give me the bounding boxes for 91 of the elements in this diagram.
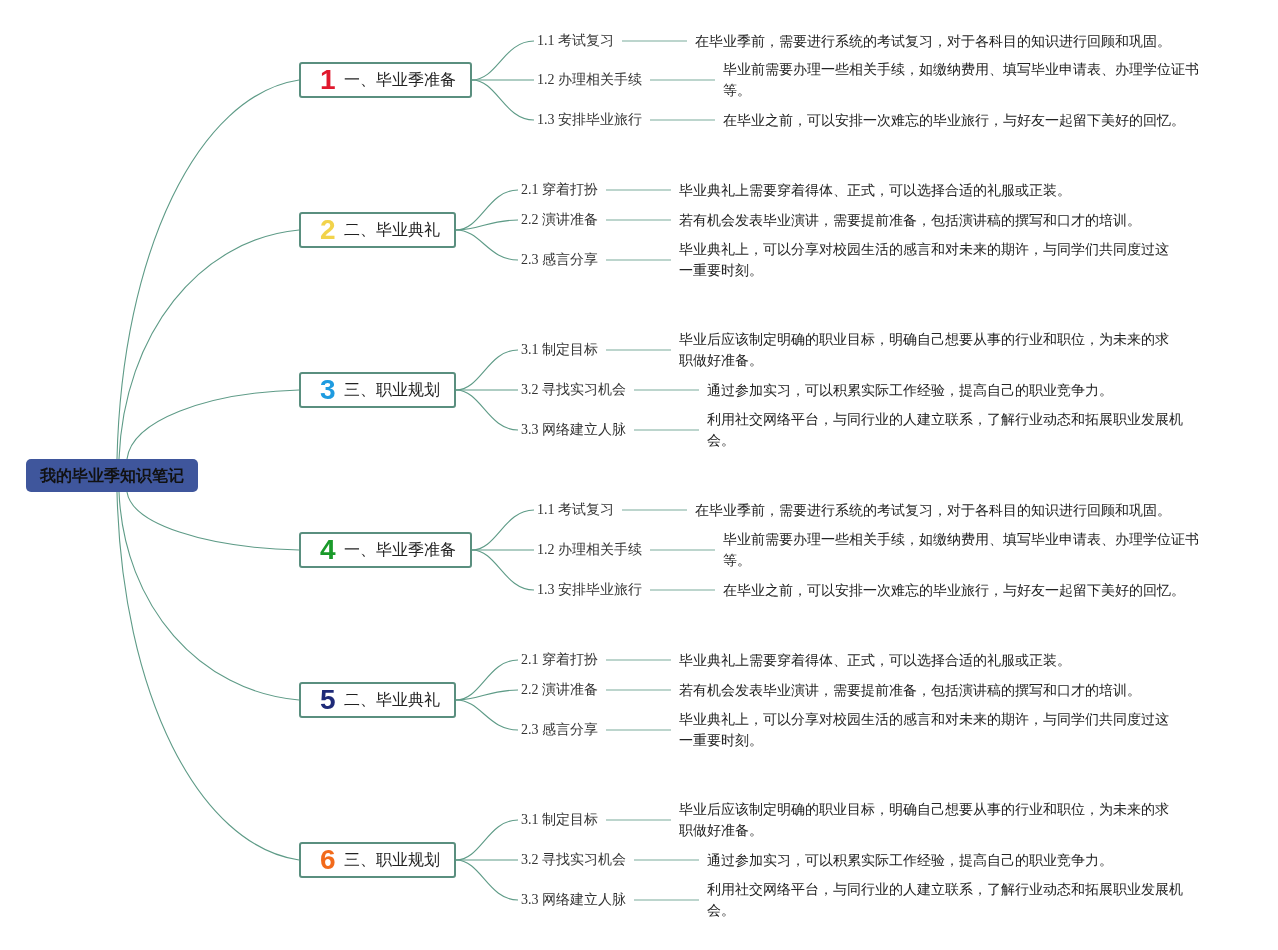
connector-line	[649, 79, 716, 81]
number-marker: 1	[320, 65, 336, 95]
branch-title: 二、毕业典礼	[343, 220, 440, 240]
connector-line	[649, 589, 716, 591]
description-text: 毕业典礼上，可以分享对校园生活的感言和对未来的期许，与同学们共同度过这一重要时刻。	[679, 709, 1174, 751]
description-text: 毕业前需要办理一些相关手续，如缴纳费用、填写毕业申请表、办理学位证书等。	[723, 529, 1218, 571]
description-text: 毕业后应该制定明确的职业目标，明确自己想要从事的行业和职位，为未来的求职做好准备。	[679, 799, 1174, 841]
branch-box	[299, 62, 472, 98]
subtopic-label: 1.2 办理相关手续	[537, 540, 642, 560]
curved-connector	[471, 79, 535, 81]
connector-line	[605, 659, 672, 661]
subtopic-label: 2.3 感言分享	[521, 250, 598, 270]
curved-connector	[126, 491, 300, 551]
curved-connector	[455, 389, 519, 431]
curved-connector	[118, 491, 300, 701]
connector-line	[605, 689, 672, 691]
description-text: 毕业后应该制定明确的职业目标，明确自己想要从事的行业和职位，为未来的求职做好准备。	[679, 329, 1174, 371]
subtopic-label: 1.3 安排毕业旅行	[537, 580, 642, 600]
curved-connector	[116, 79, 300, 460]
connector-line	[649, 119, 716, 121]
number-marker: 2	[320, 215, 336, 245]
connector-line	[605, 219, 672, 221]
subtopic-label: 2.3 感言分享	[521, 720, 598, 740]
description-text: 在毕业季前，需要进行系统的考试复习，对于各科目的知识进行回顾和巩固。	[695, 499, 1171, 521]
description-text: 毕业典礼上需要穿着得体、正式，可以选择合适的礼服或正装。	[679, 649, 1071, 671]
description-text: 若有机会发表毕业演讲，需要提前准备，包括演讲稿的撰写和口才的培训。	[679, 209, 1141, 231]
subtopic-label: 1.2 办理相关手续	[537, 70, 642, 90]
connector-line	[605, 819, 672, 821]
connector-line	[633, 389, 700, 391]
subtopic-label: 2.2 演讲准备	[521, 210, 598, 230]
subtopic-label: 3.2 寻找实习机会	[521, 380, 626, 400]
subtopic-label: 3.1 制定目标	[521, 340, 598, 360]
number-marker: 6	[320, 845, 336, 875]
curved-connector	[455, 219, 519, 231]
description-text: 若有机会发表毕业演讲，需要提前准备，包括演讲稿的撰写和口才的培训。	[679, 679, 1141, 701]
connector-line	[621, 40, 688, 42]
description-text: 毕业典礼上需要穿着得体、正式，可以选择合适的礼服或正装。	[679, 179, 1071, 201]
curved-connector	[116, 491, 300, 861]
connector-line	[633, 899, 700, 901]
subtopic-label: 2.2 演讲准备	[521, 680, 598, 700]
branch-box	[299, 682, 456, 718]
description-text: 在毕业之前，可以安排一次难忘的毕业旅行，与好友一起留下美好的回忆。	[723, 109, 1185, 131]
subtopic-label: 3.2 寻找实习机会	[521, 850, 626, 870]
description-text: 利用社交网络平台，与同行业的人建立联系，了解行业动态和拓展职业发展机会。	[707, 879, 1202, 921]
branch-title: 三、职业规划	[343, 850, 440, 870]
branch-box	[299, 372, 456, 408]
subtopic-label: 1.3 安排毕业旅行	[537, 110, 642, 130]
curved-connector	[455, 389, 519, 391]
subtopic-label: 1.1 考试复习	[537, 31, 614, 51]
curved-connector	[471, 549, 535, 591]
curved-connector	[118, 229, 300, 460]
subtopic-label: 2.1 穿着打扮	[521, 650, 598, 670]
subtopic-label: 3.1 制定目标	[521, 810, 598, 830]
curved-connector	[455, 859, 519, 861]
number-marker: 3	[320, 375, 336, 405]
description-text: 毕业典礼上，可以分享对校园生活的感言和对未来的期许，与同学们共同度过这一重要时刻。	[679, 239, 1174, 281]
connector-line	[605, 349, 672, 351]
number-marker: 5	[320, 685, 336, 715]
curved-connector	[455, 689, 519, 701]
number-marker: 4	[320, 535, 336, 565]
subtopic-label: 1.1 考试复习	[537, 500, 614, 520]
central-topic: 我的毕业季知识笔记	[26, 459, 198, 492]
curved-connector	[471, 549, 535, 551]
branch-box	[299, 212, 456, 248]
branch-title: 一、毕业季准备	[343, 540, 456, 560]
connector-line	[605, 729, 672, 731]
description-text: 通过参加实习，可以积累实际工作经验，提高自己的职业竞争力。	[707, 849, 1113, 871]
description-text: 在毕业之前，可以安排一次难忘的毕业旅行，与好友一起留下美好的回忆。	[723, 579, 1185, 601]
description-text: 利用社交网络平台，与同行业的人建立联系，了解行业动态和拓展职业发展机会。	[707, 409, 1202, 451]
connector-line	[633, 859, 700, 861]
branch-title: 一、毕业季准备	[343, 70, 456, 90]
curved-connector	[126, 389, 300, 460]
branch-box	[299, 842, 456, 878]
subtopic-label: 3.3 网络建立人脉	[521, 890, 626, 910]
branch-title: 三、职业规划	[343, 380, 440, 400]
description-text: 毕业前需要办理一些相关手续，如缴纳费用、填写毕业申请表、办理学位证书等。	[723, 59, 1218, 101]
connector-line	[633, 429, 700, 431]
subtopic-label: 3.3 网络建立人脉	[521, 420, 626, 440]
branch-box	[299, 532, 472, 568]
connector-line	[605, 189, 672, 191]
connector-line	[605, 259, 672, 261]
curved-connector	[471, 79, 535, 121]
description-text: 在毕业季前，需要进行系统的考试复习，对于各科目的知识进行回顾和巩固。	[695, 30, 1171, 52]
description-text: 通过参加实习，可以积累实际工作经验，提高自己的职业竞争力。	[707, 379, 1113, 401]
connector-line	[621, 509, 688, 511]
connector-line	[649, 549, 716, 551]
subtopic-label: 2.1 穿着打扮	[521, 180, 598, 200]
curved-connector	[455, 859, 519, 901]
branch-title: 二、毕业典礼	[343, 690, 440, 710]
curved-connector	[455, 229, 519, 261]
curved-connector	[455, 699, 519, 731]
